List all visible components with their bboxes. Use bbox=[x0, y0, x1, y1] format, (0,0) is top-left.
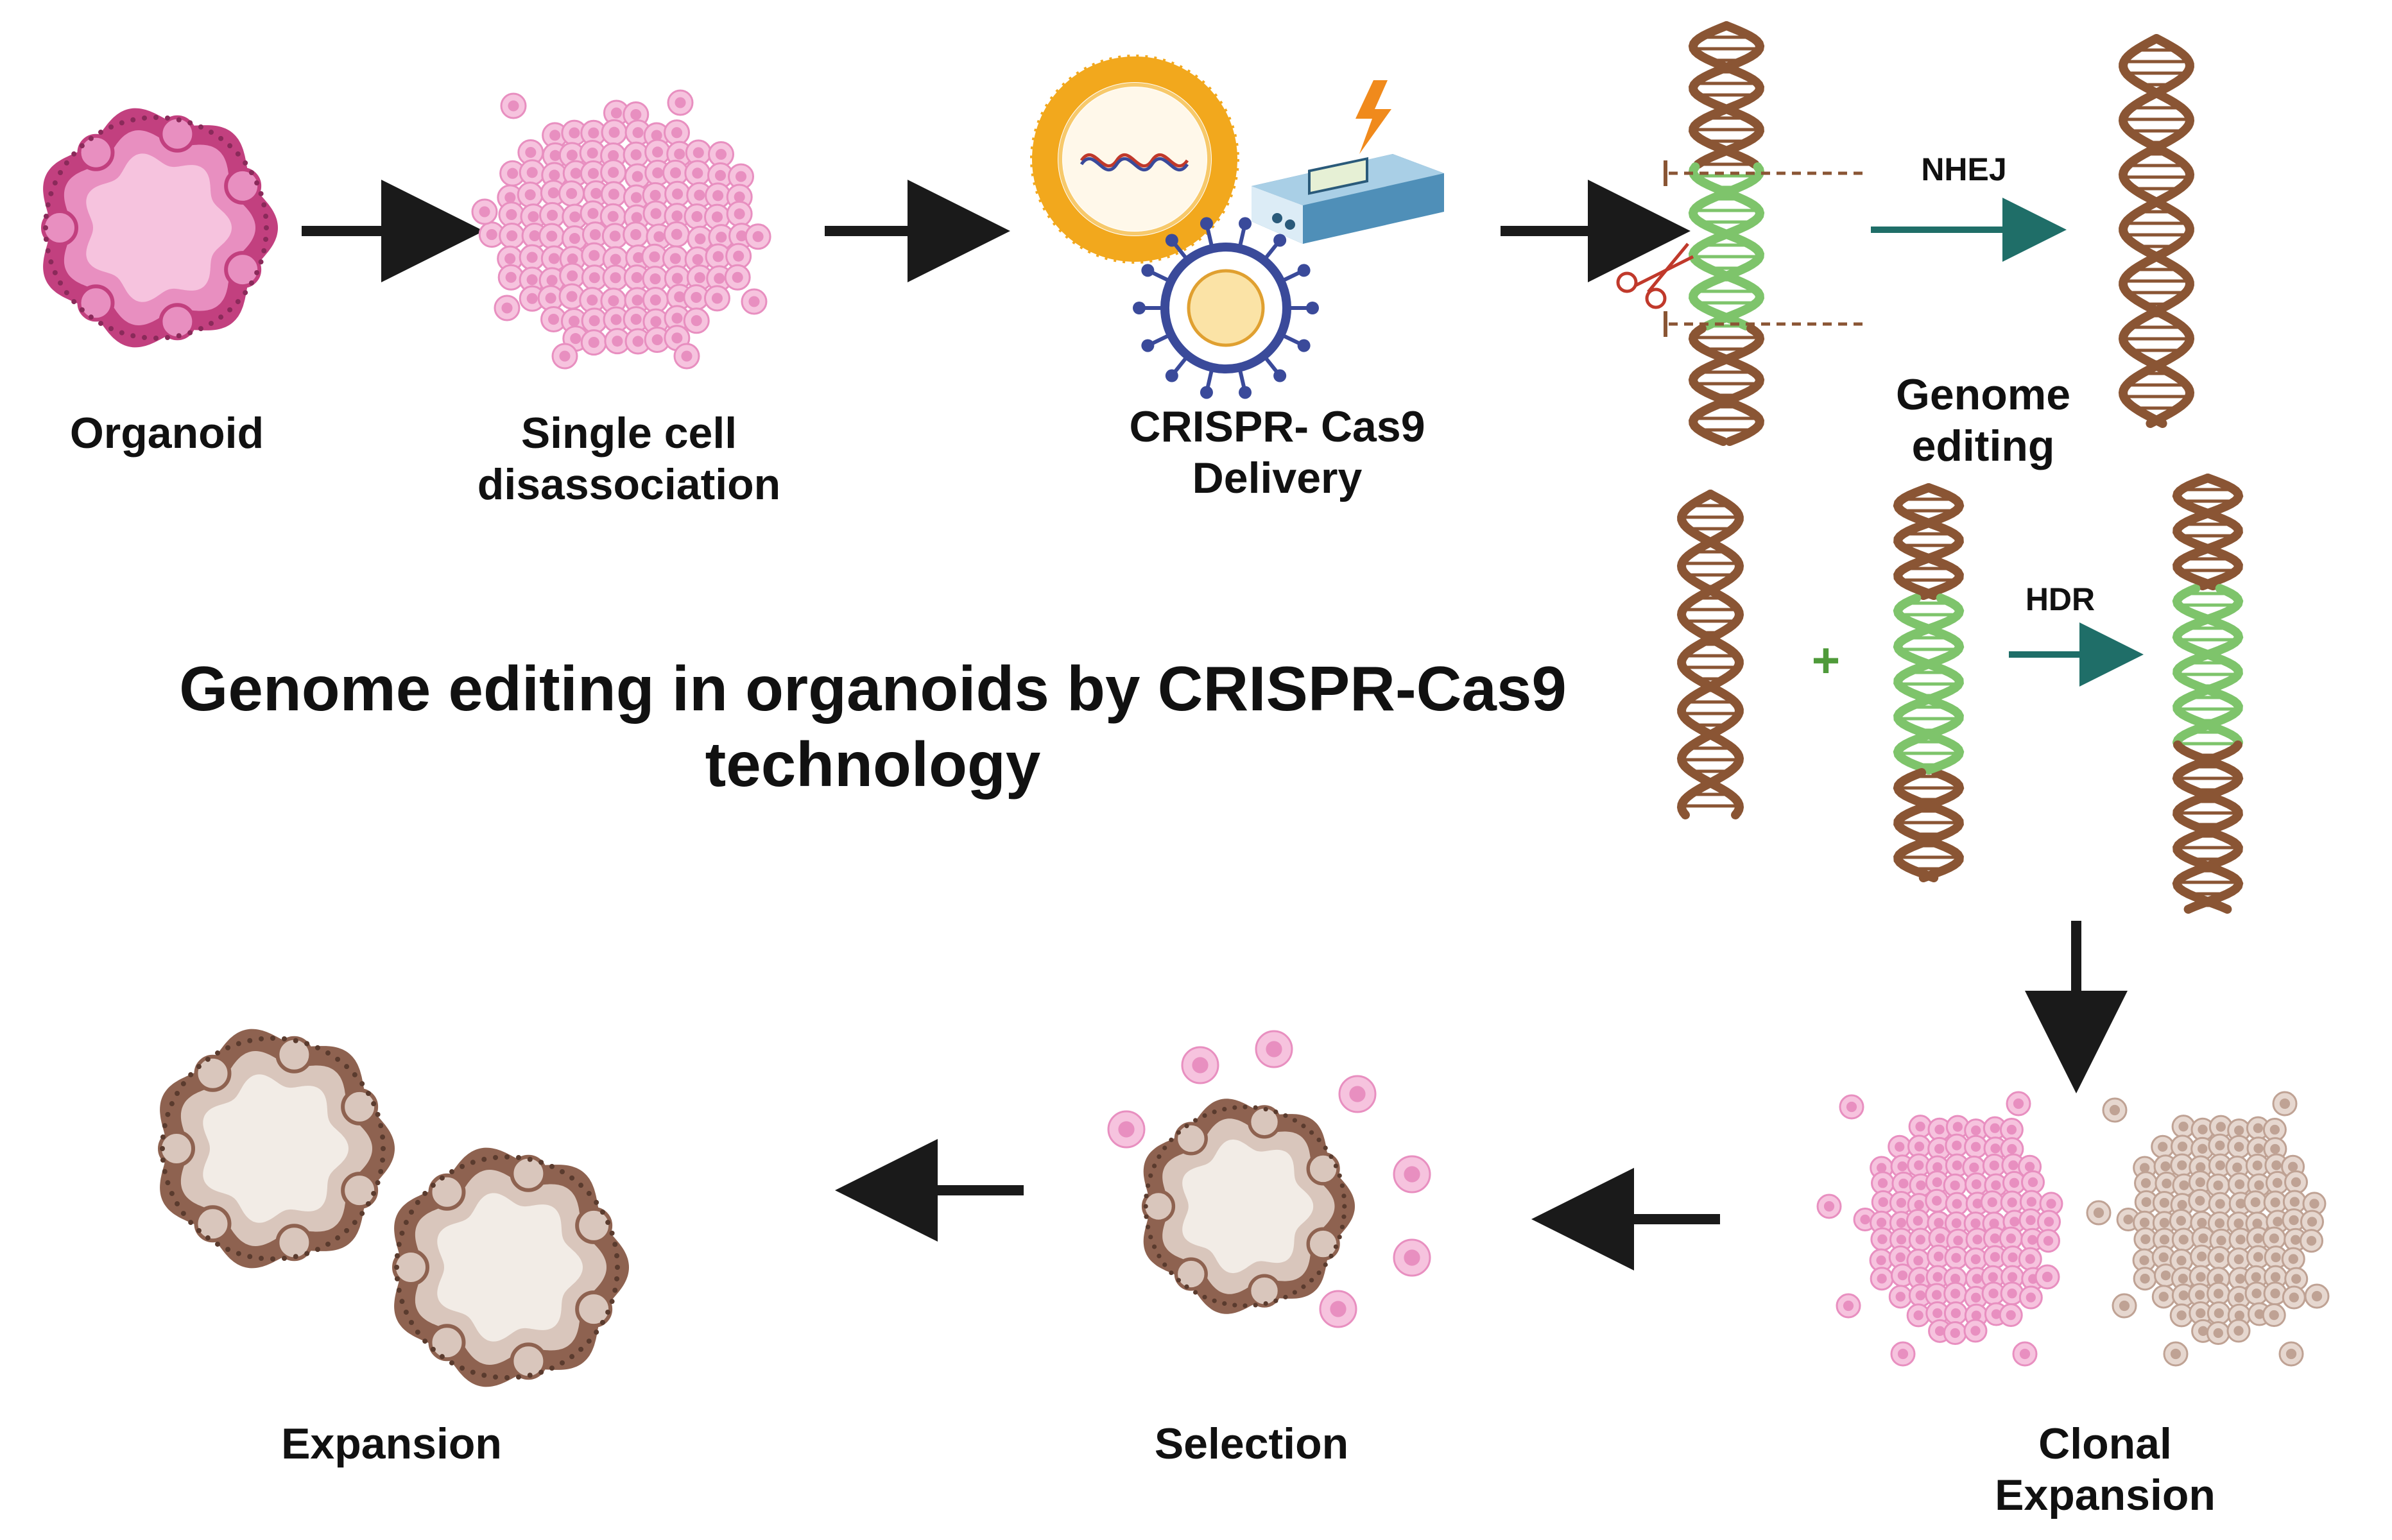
dna-nhej-result-icon bbox=[2118, 34, 2195, 428]
clonal-pink-cells-icon bbox=[1816, 1091, 2063, 1367]
scissors-icon bbox=[1616, 243, 1694, 309]
dna-donor-template-icon bbox=[1893, 483, 1965, 882]
dna-cut-site-icon bbox=[1688, 21, 1765, 446]
liposome-icon bbox=[1030, 55, 1239, 264]
label-selection: Selection bbox=[1154, 1419, 1349, 1468]
selection-organoid-icon bbox=[1141, 1099, 1355, 1314]
label-clonal-expansion: Clonal Expansion bbox=[1995, 1419, 2216, 1520]
label-nhej: NHEJ bbox=[1921, 151, 2007, 187]
selection-pink-cells-icon bbox=[1107, 1030, 1431, 1328]
expansion-organoid-2-icon bbox=[392, 1147, 629, 1387]
organoid-icon bbox=[41, 108, 278, 348]
dna-hdr-result-icon bbox=[2172, 474, 2244, 914]
label-single-cell: Single cell disassociation bbox=[477, 409, 781, 509]
viral-vector-icon bbox=[1133, 217, 1319, 399]
label-genome-editing: Genome editing bbox=[1895, 370, 2071, 471]
expansion-organoid-1-icon bbox=[158, 1029, 395, 1269]
clonal-brown-cells-icon bbox=[2086, 1091, 2330, 1367]
lightning-bolt-icon bbox=[1355, 80, 1391, 154]
label-plus: + bbox=[1811, 633, 1841, 688]
page-title: Genome editing in organoids by CRISPR-Ca… bbox=[179, 653, 1567, 800]
single-cells-cluster-icon bbox=[471, 89, 771, 370]
label-crispr-delivery: CRISPR- Cas9 Delivery bbox=[1129, 402, 1425, 503]
dna-broken-icon bbox=[1676, 490, 1744, 819]
electroporator-device-icon bbox=[1252, 154, 1444, 244]
label-organoid: Organoid bbox=[69, 409, 264, 458]
label-hdr: HDR bbox=[2025, 581, 2095, 617]
label-expansion: Expansion bbox=[281, 1419, 502, 1468]
